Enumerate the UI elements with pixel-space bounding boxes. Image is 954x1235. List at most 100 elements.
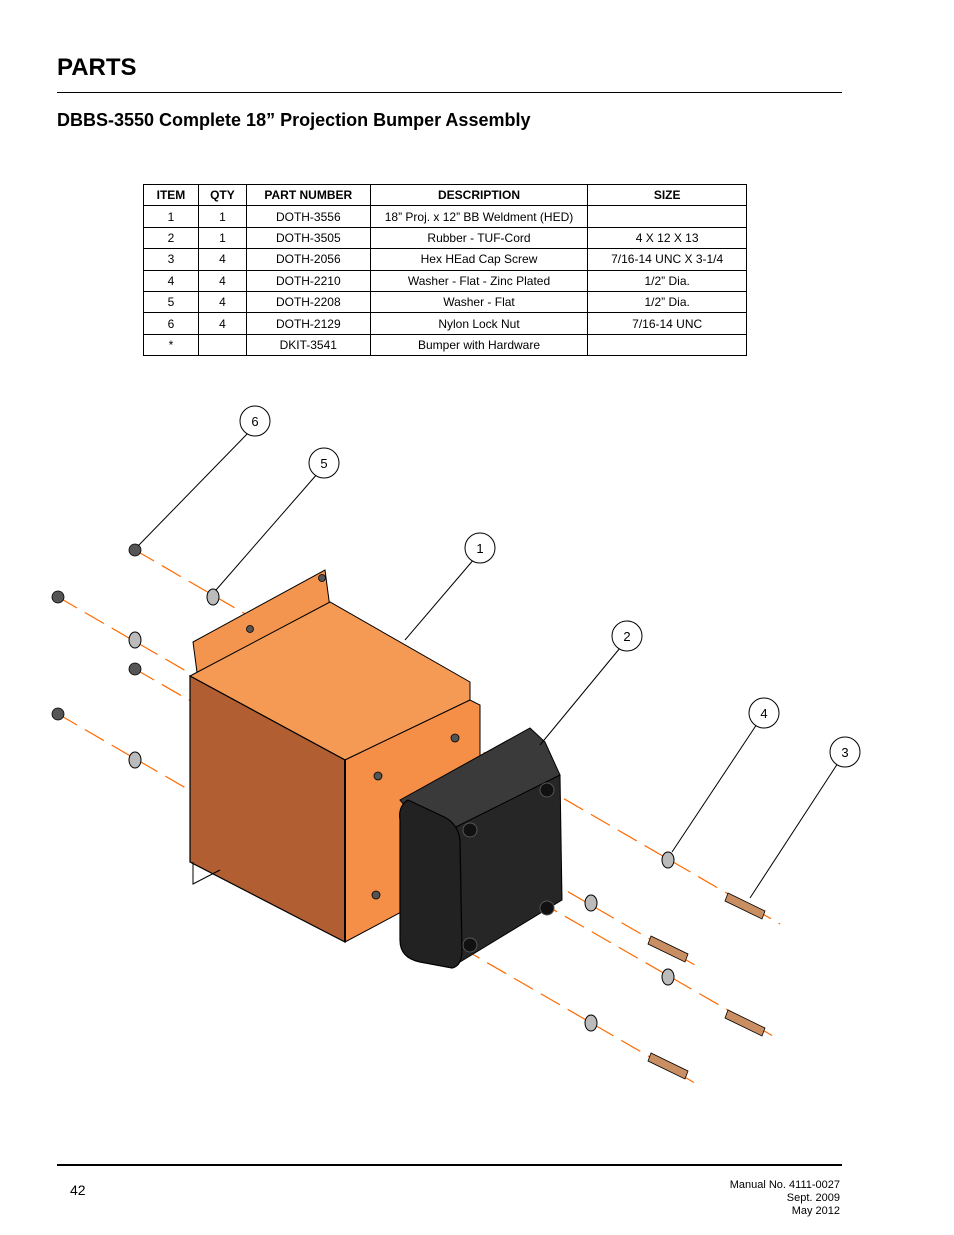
item-cell: 6 (143, 312, 199, 335)
svg-text:5: 5 (320, 456, 327, 471)
washer (206, 588, 220, 606)
size-cell: 7/16-14 UNC (587, 312, 747, 335)
table-row: 4 4 DOTH-2210 Washer - Flat - Zinc Plate… (143, 269, 747, 292)
svg-text:4: 4 (760, 706, 767, 721)
bumper-hole (462, 822, 478, 838)
washers-right (584, 851, 675, 1032)
column-header: QTY (197, 183, 247, 207)
size-cell: 7/16-14 UNC X 3-1/4 (587, 248, 747, 271)
table-row: * DKIT-3541 Bumper with Hardware (143, 333, 747, 357)
part-number-cell: DOTH-3505 (245, 226, 371, 250)
part-number-cell: DOTH-2129 (245, 312, 371, 335)
nut (128, 662, 142, 676)
item-cell: 1 (143, 205, 199, 228)
washer (128, 631, 142, 649)
nut (51, 707, 65, 721)
description-cell: Washer - Flat - Zinc Plated (369, 269, 589, 292)
callout-4: 4 (748, 697, 780, 729)
column-header: DESCRIPTION (369, 183, 589, 207)
table-row: 5 4 DOTH-2208 Washer - Flat 1/2” Dia. (143, 290, 747, 314)
qty-cell: 4 (197, 312, 247, 335)
table-row: 1 1 DOTH-3556 18” Proj. x 12” BB Weldmen… (143, 205, 747, 228)
column-header: ITEM (143, 183, 199, 207)
weldment-hole (373, 771, 383, 781)
bottom-flange-edge (192, 862, 221, 885)
item-cell: 3 (143, 248, 199, 271)
callout-5: 5 (308, 447, 340, 479)
table-row: 3 4 DOTH-2056 Hex HEad Cap Screw 7/16-14… (143, 248, 747, 271)
page-number: 42 (70, 1182, 86, 1198)
screw (647, 1052, 689, 1080)
footer-rule (57, 1164, 842, 1166)
callout-1: 1 (464, 532, 496, 564)
washer (584, 1014, 598, 1032)
item-cell: 5 (143, 290, 199, 314)
washer (661, 968, 675, 986)
manual-number: Manual No. 4111-0027 (729, 1179, 840, 1191)
cap-screws (647, 892, 766, 1080)
bumper-hole (462, 937, 478, 953)
rubber-bumper (399, 727, 563, 969)
table-row: 6 4 DOTH-2129 Nylon Lock Nut 7/16-14 UNC (143, 312, 747, 335)
size-cell: 1/2” Dia. (587, 290, 747, 314)
svg-text:2: 2 (623, 629, 630, 644)
callout-leaders (137, 430, 839, 899)
svg-text:6: 6 (251, 414, 258, 429)
qty-cell: 1 (197, 205, 247, 228)
washer (128, 751, 142, 769)
description-cell: Washer - Flat (369, 290, 589, 314)
nut (128, 543, 142, 557)
assembly-title: DBBS-3550 Complete 18” Projection Bumper… (57, 110, 531, 130)
size-cell (587, 333, 747, 357)
qty-cell: 4 (197, 269, 247, 292)
callout-3: 3 (829, 736, 861, 768)
bumper-hole (539, 900, 555, 916)
lock-nuts (51, 543, 142, 721)
qty-cell (197, 333, 247, 357)
description-cell: 18” Proj. x 12” BB Weldment (HED) (369, 205, 589, 228)
size-cell: 1/2” Dia. (587, 269, 747, 292)
description-cell: Bumper with Hardware (369, 333, 589, 357)
washers-left (128, 588, 220, 769)
description-cell: Nylon Lock Nut (369, 312, 589, 335)
column-header: SIZE (587, 183, 747, 207)
nut (51, 590, 65, 604)
callout-2: 2 (611, 620, 643, 652)
item-cell: 4 (143, 269, 199, 292)
qty-cell: 4 (197, 248, 247, 271)
item-cell: 2 (143, 226, 199, 250)
qty-cell: 4 (197, 290, 247, 314)
manual-info: Manual No. 4111-0027 Sept. 2009 May 2012 (730, 1179, 840, 1218)
item-cell: * (143, 333, 199, 357)
description-cell: Hex HEad Cap Screw (369, 248, 589, 271)
description-cell: Rubber - TUF-Cord (369, 226, 589, 250)
section-title: PARTS (57, 54, 137, 81)
part-number-cell: DOTH-2208 (245, 290, 371, 314)
part-number-cell: DKIT-3541 (245, 333, 371, 357)
screw (724, 1009, 766, 1037)
revision-date: May 2012 (791, 1205, 840, 1217)
flange-hole (246, 625, 254, 633)
table-row: 2 1 DOTH-3505 Rubber - TUF-Cord 4 X 12 X… (143, 226, 747, 250)
size-cell (587, 205, 747, 228)
header-rule (57, 92, 842, 93)
part-number-cell: DOTH-2210 (245, 269, 371, 292)
callout-6: 6 (239, 405, 271, 437)
weldment-hole (450, 733, 460, 743)
part-number-cell: DOTH-3556 (245, 205, 371, 228)
parts-table: ITEM QTY PART NUMBER DESCRIPTION SIZE 1 … (143, 183, 747, 357)
screw (724, 892, 766, 920)
weldment-hole (371, 890, 381, 900)
svg-text:3: 3 (841, 745, 848, 760)
column-header: PART NUMBER (245, 183, 371, 207)
svg-text:1: 1 (476, 541, 483, 556)
issue-date: Sept. 2009 (786, 1192, 840, 1204)
part-number-cell: DOTH-2056 (245, 248, 371, 271)
size-cell: 4 X 12 X 13 (587, 226, 747, 250)
screw (647, 935, 689, 963)
bumper-hole (539, 782, 555, 798)
qty-cell: 1 (197, 226, 247, 250)
table-header-row: ITEM QTY PART NUMBER DESCRIPTION SIZE (143, 183, 747, 207)
washer (584, 894, 598, 912)
flange-hole (318, 574, 326, 582)
